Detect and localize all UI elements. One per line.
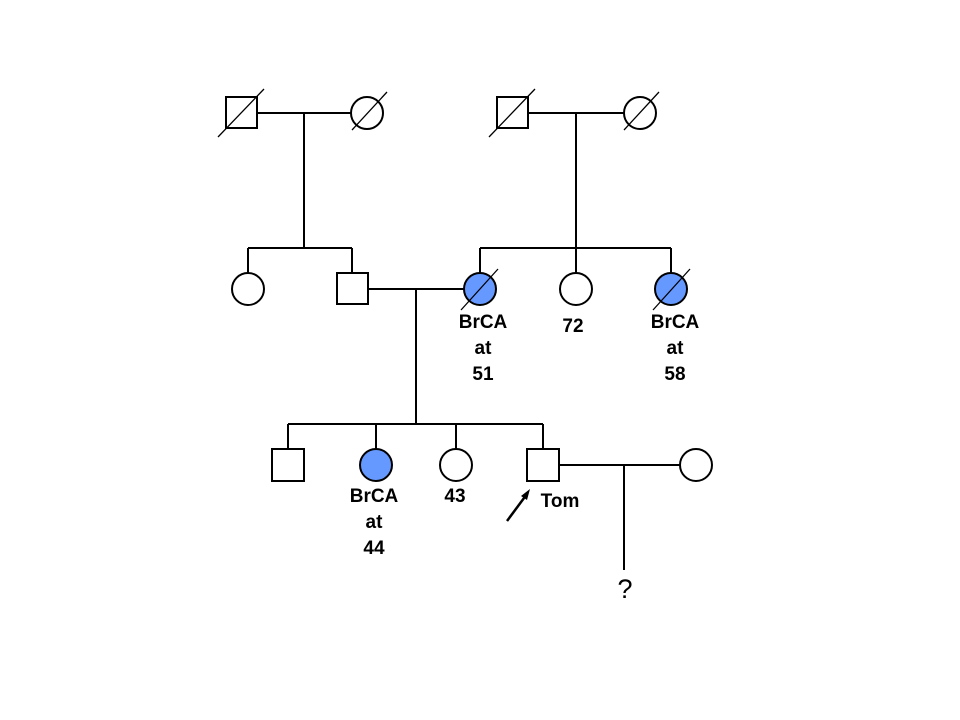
- deceased-slash: [623, 91, 660, 131]
- label-line: at: [474, 338, 492, 359]
- unknown-child-label: ?: [617, 574, 633, 604]
- label-line: BrCA: [458, 312, 508, 333]
- generation-2-lines: [247, 247, 672, 424]
- label-line: 51: [472, 364, 494, 385]
- deceased-slash: [488, 88, 536, 138]
- aunt2-age-label: 72: [533, 314, 613, 340]
- label-line: 44: [363, 538, 385, 559]
- maternal-aunt: [559, 272, 593, 306]
- sister-affected: [359, 448, 393, 482]
- deceased-slash: [460, 268, 499, 311]
- label-line: Tom: [540, 491, 580, 512]
- generation-3-lines: [287, 423, 681, 570]
- aunt3-label: BrCA at 58: [635, 310, 715, 388]
- label-line: at: [365, 512, 383, 533]
- label-line: 43: [444, 486, 466, 507]
- sister2-age-label: 43: [415, 484, 495, 510]
- label-line: BrCA: [349, 486, 399, 507]
- brother: [271, 448, 305, 482]
- paternal-grandparents: [217, 88, 388, 248]
- deceased-slash: [217, 88, 265, 138]
- proband-name-label: Tom: [537, 489, 583, 515]
- label-line: 72: [562, 316, 584, 337]
- maternal-grandparents: [488, 88, 660, 248]
- father: [336, 272, 369, 305]
- deceased-slash: [351, 91, 388, 131]
- proband-spouse: [679, 448, 713, 482]
- aunt1-label: BrCA at 51: [443, 310, 523, 388]
- paternal-aunt: [231, 272, 265, 306]
- sister1-label: BrCA at 44: [334, 484, 414, 562]
- sister: [439, 448, 473, 482]
- label-line: BrCA: [650, 312, 700, 333]
- proband-arrow-icon: [505, 489, 530, 522]
- label-line: at: [666, 338, 684, 359]
- proband-tom: [526, 448, 560, 482]
- deceased-slash: [652, 268, 691, 311]
- label-line: 58: [664, 364, 686, 385]
